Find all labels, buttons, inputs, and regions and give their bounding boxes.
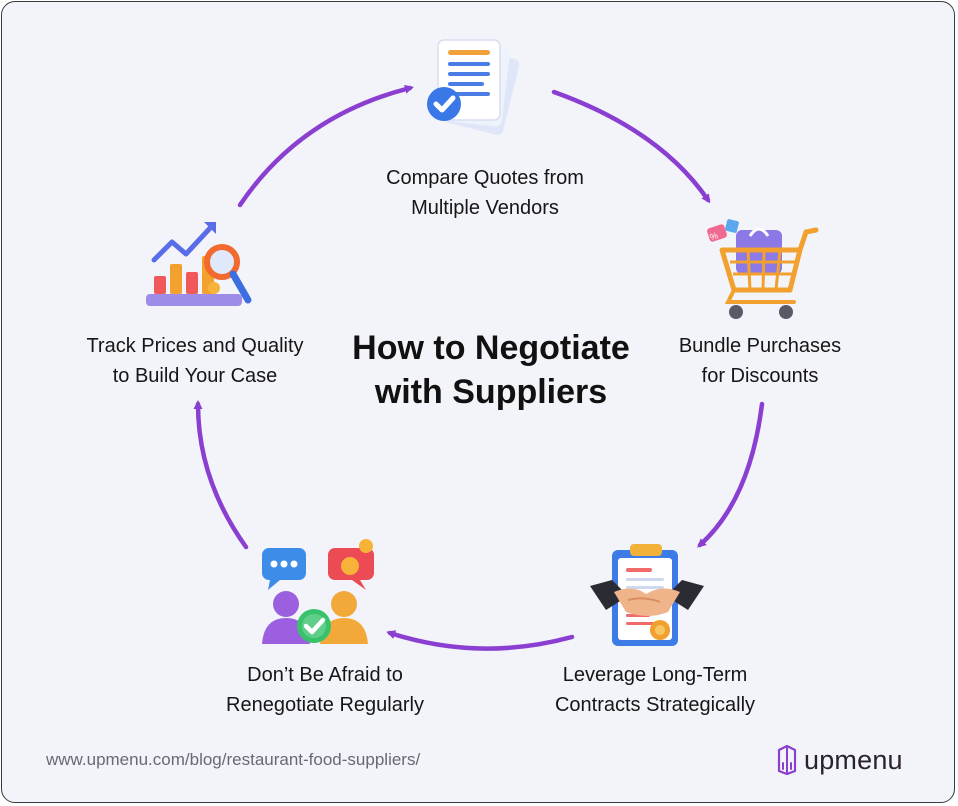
people-chat-icon <box>262 539 374 644</box>
step-label-line-2: Multiple Vendors <box>411 197 559 219</box>
arrow-bundle-to-leverage <box>697 401 765 548</box>
source-url: www.upmenu.com/blog/restaurant-food-supp… <box>46 750 421 769</box>
step-label-line-1: Compare Quotes from <box>386 167 584 189</box>
step-renegotiate: Don’t Be Afraid to Renegotiate Regularly <box>190 660 460 720</box>
step-label-line-2: Renegotiate Regularly <box>226 694 424 716</box>
documents-check-icon <box>427 39 520 135</box>
step-compare-quotes: Compare Quotes from Multiple Vendors <box>340 163 630 223</box>
arrow-track-to-compare <box>237 84 414 208</box>
step-label-line-1: Track Prices and Quality <box>86 335 304 357</box>
svg-text:%: % <box>708 230 719 242</box>
upmenu-logo: upmenu <box>776 740 903 780</box>
title-line-1: How to Negotiate <box>352 329 630 367</box>
step-label-line-1: Bundle Purchases <box>678 335 842 357</box>
step-leverage-contracts: Leverage Long-Term Contracts Strategical… <box>518 660 792 720</box>
upmenu-logo-mark-icon <box>777 745 797 775</box>
title-line-2: with Suppliers <box>374 373 608 411</box>
step-label-line-1: Don’t Be Afraid to <box>247 664 403 686</box>
step-label-line-2: for Discounts <box>701 365 819 387</box>
handshake-contract-icon <box>590 544 704 646</box>
diagram-title: How to Negotiate with Suppliers <box>318 326 664 414</box>
step-label-line-2: Contracts Strategically <box>554 694 756 716</box>
brand-name: upmenu <box>804 744 903 775</box>
chart-magnifier-icon <box>146 222 252 306</box>
step-bundle-purchases: Bundle Purchases for Discounts <box>650 331 870 391</box>
step-label-line-1: Leverage Long-Term <box>562 664 748 686</box>
step-label-line-2: to Build Your Case <box>112 365 278 387</box>
arrow-compare-to-bundle <box>551 89 711 204</box>
arrow-leverage-to-renegotiate <box>386 630 575 651</box>
arrow-renegotiate-to-track <box>193 400 249 550</box>
step-track-prices: Track Prices and Quality to Build Your C… <box>60 331 330 391</box>
shopping-cart-icon: % <box>707 219 819 319</box>
